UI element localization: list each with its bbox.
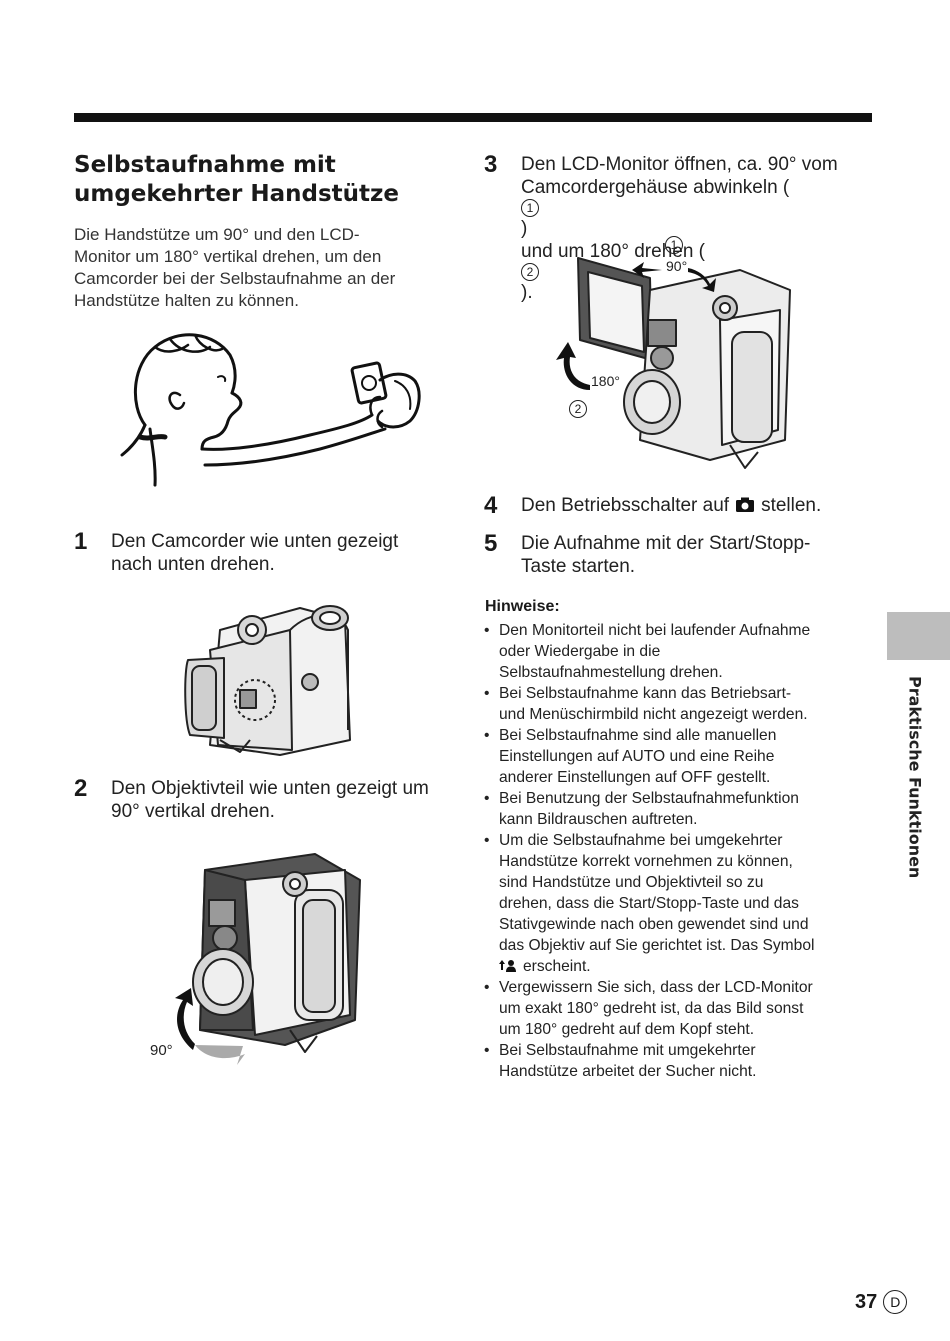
- note-item: Bei Selbstaufnahme mit umgekehrter Hands…: [484, 1040, 876, 1082]
- circled-number-1-figure: 1: [665, 236, 683, 254]
- step-3: 3 Den LCD-Monitor öffnen, ca. 90° vom Ca…: [484, 151, 838, 304]
- selfie-person-illustration: [120, 333, 421, 487]
- intro-paragraph: Die Handstütze um 90° und den LCD- Monit…: [74, 225, 396, 310]
- self-recording-symbol-icon: [499, 960, 516, 972]
- rotation-90-label-step3: 90°: [666, 258, 688, 274]
- step-2: 2 Den Objektivteil wie unten gezeigt um …: [74, 775, 429, 823]
- top-rule: [74, 113, 872, 122]
- note-item: Bei Selbstaufnahme kann das Betriebsart-…: [484, 683, 876, 725]
- circled-number-2-figure: 2: [569, 400, 587, 418]
- step-1: 1 Den Camcorder wie unten gezeigt nach u…: [74, 528, 399, 576]
- camera-icon: [736, 497, 755, 512]
- chapter-tab: [887, 612, 950, 660]
- note-item: Vergewissern Sie sich, dass der LCD-Moni…: [484, 977, 876, 1040]
- section-title: Selbstaufnahme mit umgekehrter Handstütz…: [74, 152, 399, 207]
- rotation-90-label: 90°: [150, 1042, 173, 1059]
- note-item: Bei Benutzung der Selbstaufnahmefunktion…: [484, 788, 876, 830]
- rotation-180-label: 180°: [591, 373, 620, 389]
- lens-rotate-illustration: [175, 853, 361, 1065]
- note-item: Den Monitorteil nicht bei laufender Aufn…: [484, 620, 876, 683]
- camcorder-turned-down-illustration: [184, 605, 351, 756]
- page-number: 37 D: [855, 1290, 908, 1314]
- chapter-label: Praktische Funktionen: [905, 676, 925, 879]
- notes-list: Den Monitorteil nicht bei laufender Aufn…: [484, 620, 876, 1082]
- notes-heading: Hinweise:: [485, 598, 560, 615]
- circled-number-2: 2: [521, 263, 539, 281]
- lcd-monitor-rotate-illustration: [556, 257, 791, 469]
- step-5: 5 Die Aufnahme mit der Start/Stopp- Tast…: [484, 530, 811, 578]
- note-item: Um die Selbstaufnahme bei umgekehrter Ha…: [484, 830, 876, 977]
- language-mark: D: [883, 1290, 908, 1314]
- note-item: Bei Selbstaufnahme sind alle manuellen E…: [484, 725, 876, 788]
- circled-number-1: 1: [521, 199, 539, 217]
